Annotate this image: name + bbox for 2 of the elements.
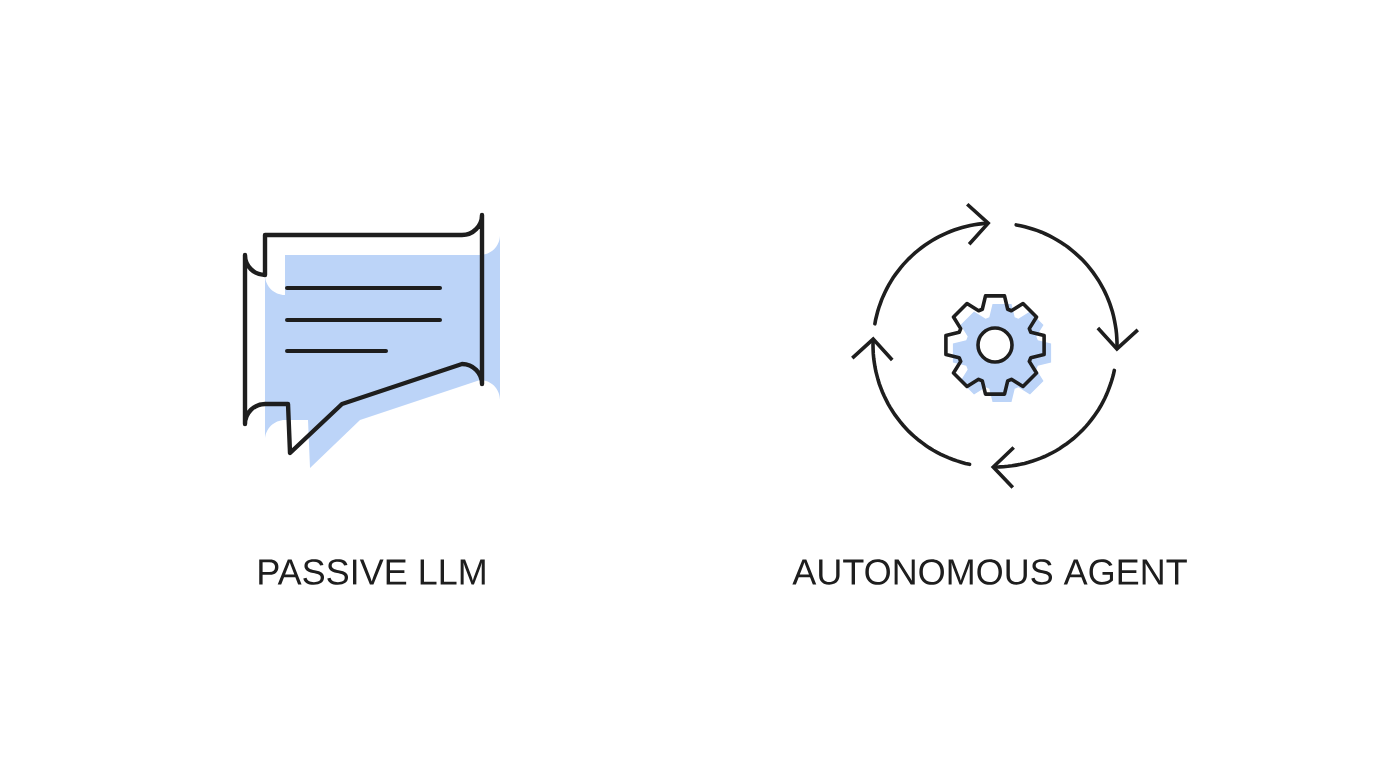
- caption-label: PASSIVE LLM: [259, 559, 485, 585]
- caption-label: AUTONOMOUS AGENT: [792, 559, 1187, 585]
